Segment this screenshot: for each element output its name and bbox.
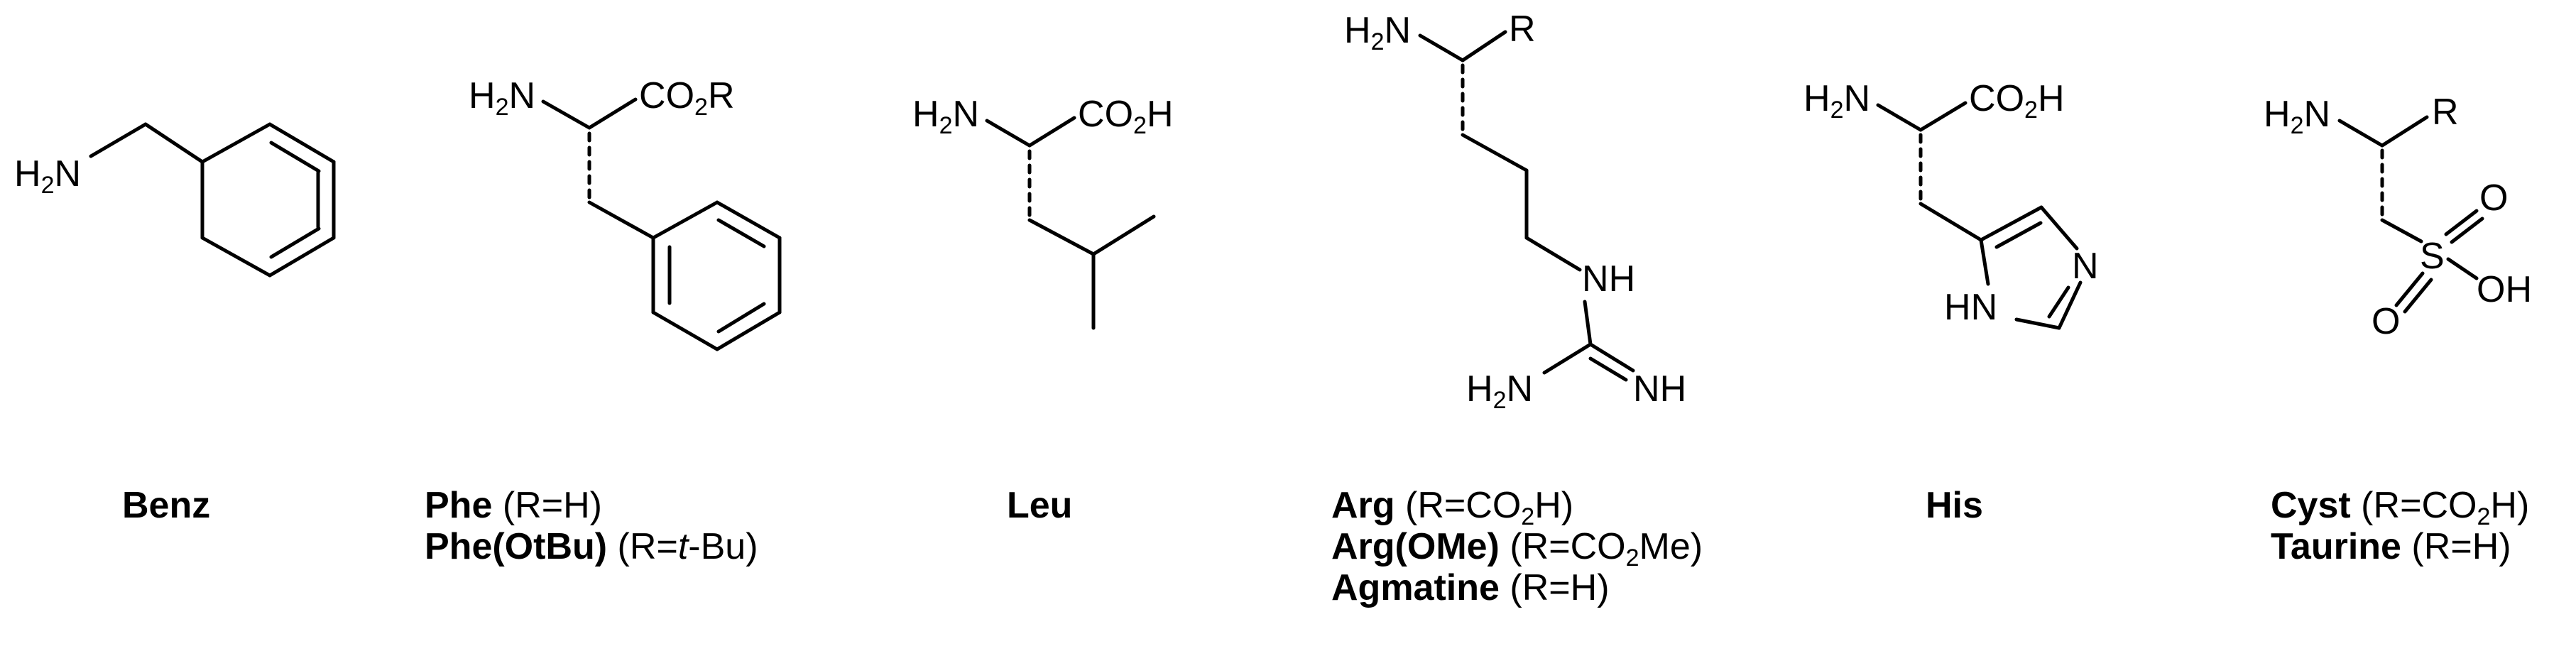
atom-label-h2n: H2N	[469, 75, 535, 121]
caption-line: Phe(OtBu) (R=t-Bu)	[425, 526, 758, 567]
atom-label-r: R	[1509, 9, 1536, 50]
compound-name: Arg(OMe)	[1331, 526, 1500, 567]
atom-label-n: N	[2072, 246, 2099, 287]
caption-phe: Phe (R=H)Phe(OtBu) (R=t-Bu)	[425, 485, 758, 567]
compound-detail: (R=t-Bu)	[617, 526, 758, 567]
caption-cyst: Cyst (R=CO2H)Taurine (R=H)	[2271, 485, 2529, 567]
compound-detail: (R=CO2H)	[1405, 485, 1574, 530]
atom-label-o: O	[2372, 301, 2400, 342]
atom-label-h2n: H2N	[1466, 368, 1533, 414]
atom-label-co2r: CO2R	[639, 75, 735, 121]
caption-line: Leu	[1007, 485, 1072, 526]
caption-arg: Arg (R=CO2H)Arg(OMe) (R=CO2Me)Agmatine (…	[1331, 485, 1703, 608]
structure-arg: H2N R NH H2N NH	[1344, 9, 1686, 414]
caption-line: Arg (R=CO2H)	[1331, 485, 1703, 530]
compound-detail: (R=H)	[1510, 567, 1610, 608]
atom-label-co2h: CO2H	[1969, 78, 2065, 124]
atom-label-nh: NH	[1633, 368, 1686, 410]
compound-detail: (R=CO2H)	[2361, 485, 2530, 530]
caption-his: His	[1926, 485, 1983, 526]
atom-label-co2h: CO2H	[1078, 94, 1174, 139]
atom-label-r: R	[2432, 92, 2459, 133]
atom-label-h2n: H2N	[912, 94, 979, 139]
compound-detail: (R=CO2Me)	[1510, 526, 1703, 571]
caption-benz: Benz	[122, 485, 210, 526]
imidazole-ring	[1979, 205, 2083, 330]
structure-phe: H2N CO2R	[469, 75, 782, 351]
compound-detail: (R=H)	[502, 485, 602, 526]
caption-line: Benz	[122, 485, 210, 526]
caption-leu: Leu	[1007, 485, 1072, 526]
caption-line: Agmatine (R=H)	[1331, 567, 1703, 608]
compound-name: Phe	[425, 485, 493, 526]
atom-label-h2n: H2N	[14, 153, 81, 199]
compound-name: Arg	[1331, 485, 1395, 526]
structure-leu: H2N CO2H	[912, 94, 1174, 330]
caption-line: Taurine (R=H)	[2271, 526, 2529, 567]
caption-line: His	[1926, 485, 1983, 526]
compound-name: Phe(OtBu)	[425, 526, 608, 567]
benzene-ring	[651, 200, 782, 351]
compound-name: Taurine	[2271, 526, 2401, 567]
atom-label-o: O	[2479, 177, 2508, 219]
atom-label-h2n: H2N	[1344, 10, 1411, 55]
compound-name: Cyst	[2271, 485, 2351, 526]
benzene-ring	[200, 122, 336, 278]
atom-label-s: S	[2420, 236, 2445, 277]
compound-name: Benz	[122, 485, 211, 526]
atom-label-h2n: H2N	[2264, 94, 2330, 139]
compound-name: Agmatine	[1331, 567, 1500, 608]
caption-line: Arg(OMe) (R=CO2Me)	[1331, 526, 1703, 571]
atom-label-oh: OH	[2477, 269, 2532, 310]
atom-label-nh: NH	[1582, 258, 1635, 300]
structure-cyst: H2N R S O OH O	[2264, 92, 2532, 342]
caption-line: Phe (R=H)	[425, 485, 758, 526]
structure-benz: H2N	[14, 122, 336, 278]
atom-label-h2n: H2N	[1803, 78, 1870, 124]
caption-line: Cyst (R=CO2H)	[2271, 485, 2530, 530]
structure-his: H2N CO2H N HN	[1803, 78, 2099, 330]
compound-name: Leu	[1007, 485, 1073, 526]
compound-name: His	[1926, 485, 1983, 526]
compound-detail: (R=H)	[2411, 526, 2511, 567]
atom-label-hn: HN	[1944, 287, 1997, 328]
